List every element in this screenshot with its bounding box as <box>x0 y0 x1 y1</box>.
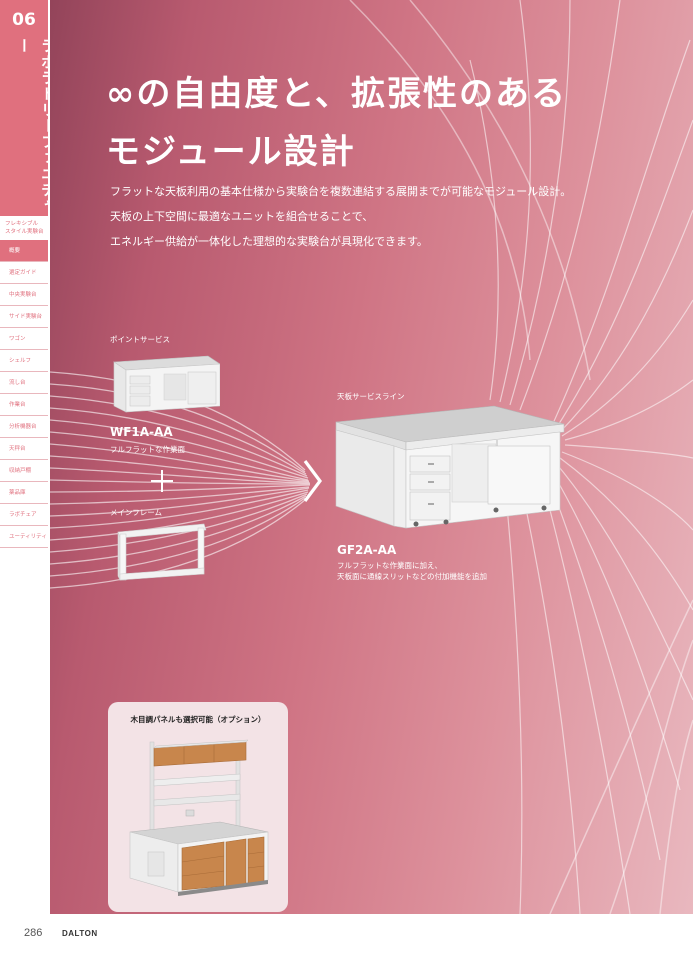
section-subtitle-line1: フレキシブル <box>5 221 39 227</box>
sidebar-item-side-bench[interactable]: サイド実験台 <box>0 306 48 328</box>
wf1a-model-name: WF1A-AA <box>110 425 173 439</box>
sidebar-item-selection-guide[interactable]: 選定ガイド <box>0 262 48 284</box>
chapter-header: 06 ラボラトリーファニチャー <box>0 0 57 216</box>
wf1a-description: フルフラットな作業面 <box>110 445 185 454</box>
sidebar-item-wagon[interactable]: ワゴン <box>0 328 48 350</box>
point-service-caption: ポイントサービス <box>110 335 170 344</box>
wf1a-bench-image <box>113 355 220 413</box>
brand-logo: DALTON <box>62 929 98 938</box>
headline-line2: モジュール設計 <box>106 132 356 172</box>
gf2a-model-name: GF2A-AA <box>337 543 397 557</box>
gf2a-description: フルフラットな作業面に加え、 天板面に通線スリットなどの付加機能を追加 <box>337 560 487 582</box>
chevron-right-icon <box>303 460 322 502</box>
sidebar-item-utility[interactable]: ユーティリティ <box>0 526 48 548</box>
page-number: 286 <box>24 927 43 939</box>
sidebar-item-center-bench[interactable]: 中央実験台 <box>0 284 48 306</box>
wood-panel-bench-image <box>129 739 269 896</box>
sidebar-item-shelf[interactable]: シェルフ <box>0 350 48 372</box>
sidebar-item-sink[interactable]: 流し台 <box>0 372 48 394</box>
section-subtitle: フレキシブル スタイル実験台 <box>5 220 47 236</box>
gf2a-description-line2: 天板面に通線スリットなどの付加機能を追加 <box>337 572 487 581</box>
option-title: 木目調パネルも選択可能（オプション） <box>130 715 266 724</box>
main-content: ∞の自由度と、拡張性のある モジュール設計 フラットな天板利用の基本仕様から実験… <box>50 0 693 914</box>
sidebar-item-storage-cabinet[interactable]: 収納戸棚 <box>0 460 48 482</box>
lead-text-line3: エネルギー供給が一体化した理想的な実験台が具現化できます。 <box>110 235 428 248</box>
sidebar-item-lab-chair[interactable]: ラボチェア <box>0 504 48 526</box>
sidebar: 06 ラボラトリーファニチャー フレキシブル スタイル実験台 概要 選定ガイド … <box>0 0 57 960</box>
top-service-line-caption: 天板サービスライン <box>337 392 405 401</box>
section-subtitle-line2: スタイル実験台 <box>5 229 44 235</box>
gf2a-description-line1: フルフラットな作業面に加え、 <box>337 561 442 570</box>
option-panel: 木目調パネルも選択可能（オプション） <box>108 702 288 912</box>
plus-icon <box>151 470 173 492</box>
background-lines <box>50 0 693 914</box>
lead-text-line1: フラットな天板利用の基本仕様から実験台を複数連結する展開までが可能なモジュール設… <box>110 185 572 198</box>
chapter-number: 06 <box>12 10 36 30</box>
sidebar-item-instrument-table[interactable]: 分析機器台 <box>0 416 48 438</box>
sidebar-item-workbench[interactable]: 作業台 <box>0 394 48 416</box>
sidebar-item-overview[interactable]: 概要 <box>0 240 48 262</box>
gf2a-bench-image <box>335 405 565 529</box>
sidebar-item-balance-table[interactable]: 天秤台 <box>0 438 48 460</box>
headline-line1: ∞の自由度と、拡張性のある <box>106 74 567 114</box>
sidebar-item-chemical-cabinet[interactable]: 薬品庫 <box>0 482 48 504</box>
lead-text-line2: 天板の上下空間に最適なユニットを組合せることで、 <box>110 210 374 223</box>
main-frame-image <box>117 523 207 581</box>
main-frame-caption: メインフレーム <box>110 508 163 517</box>
